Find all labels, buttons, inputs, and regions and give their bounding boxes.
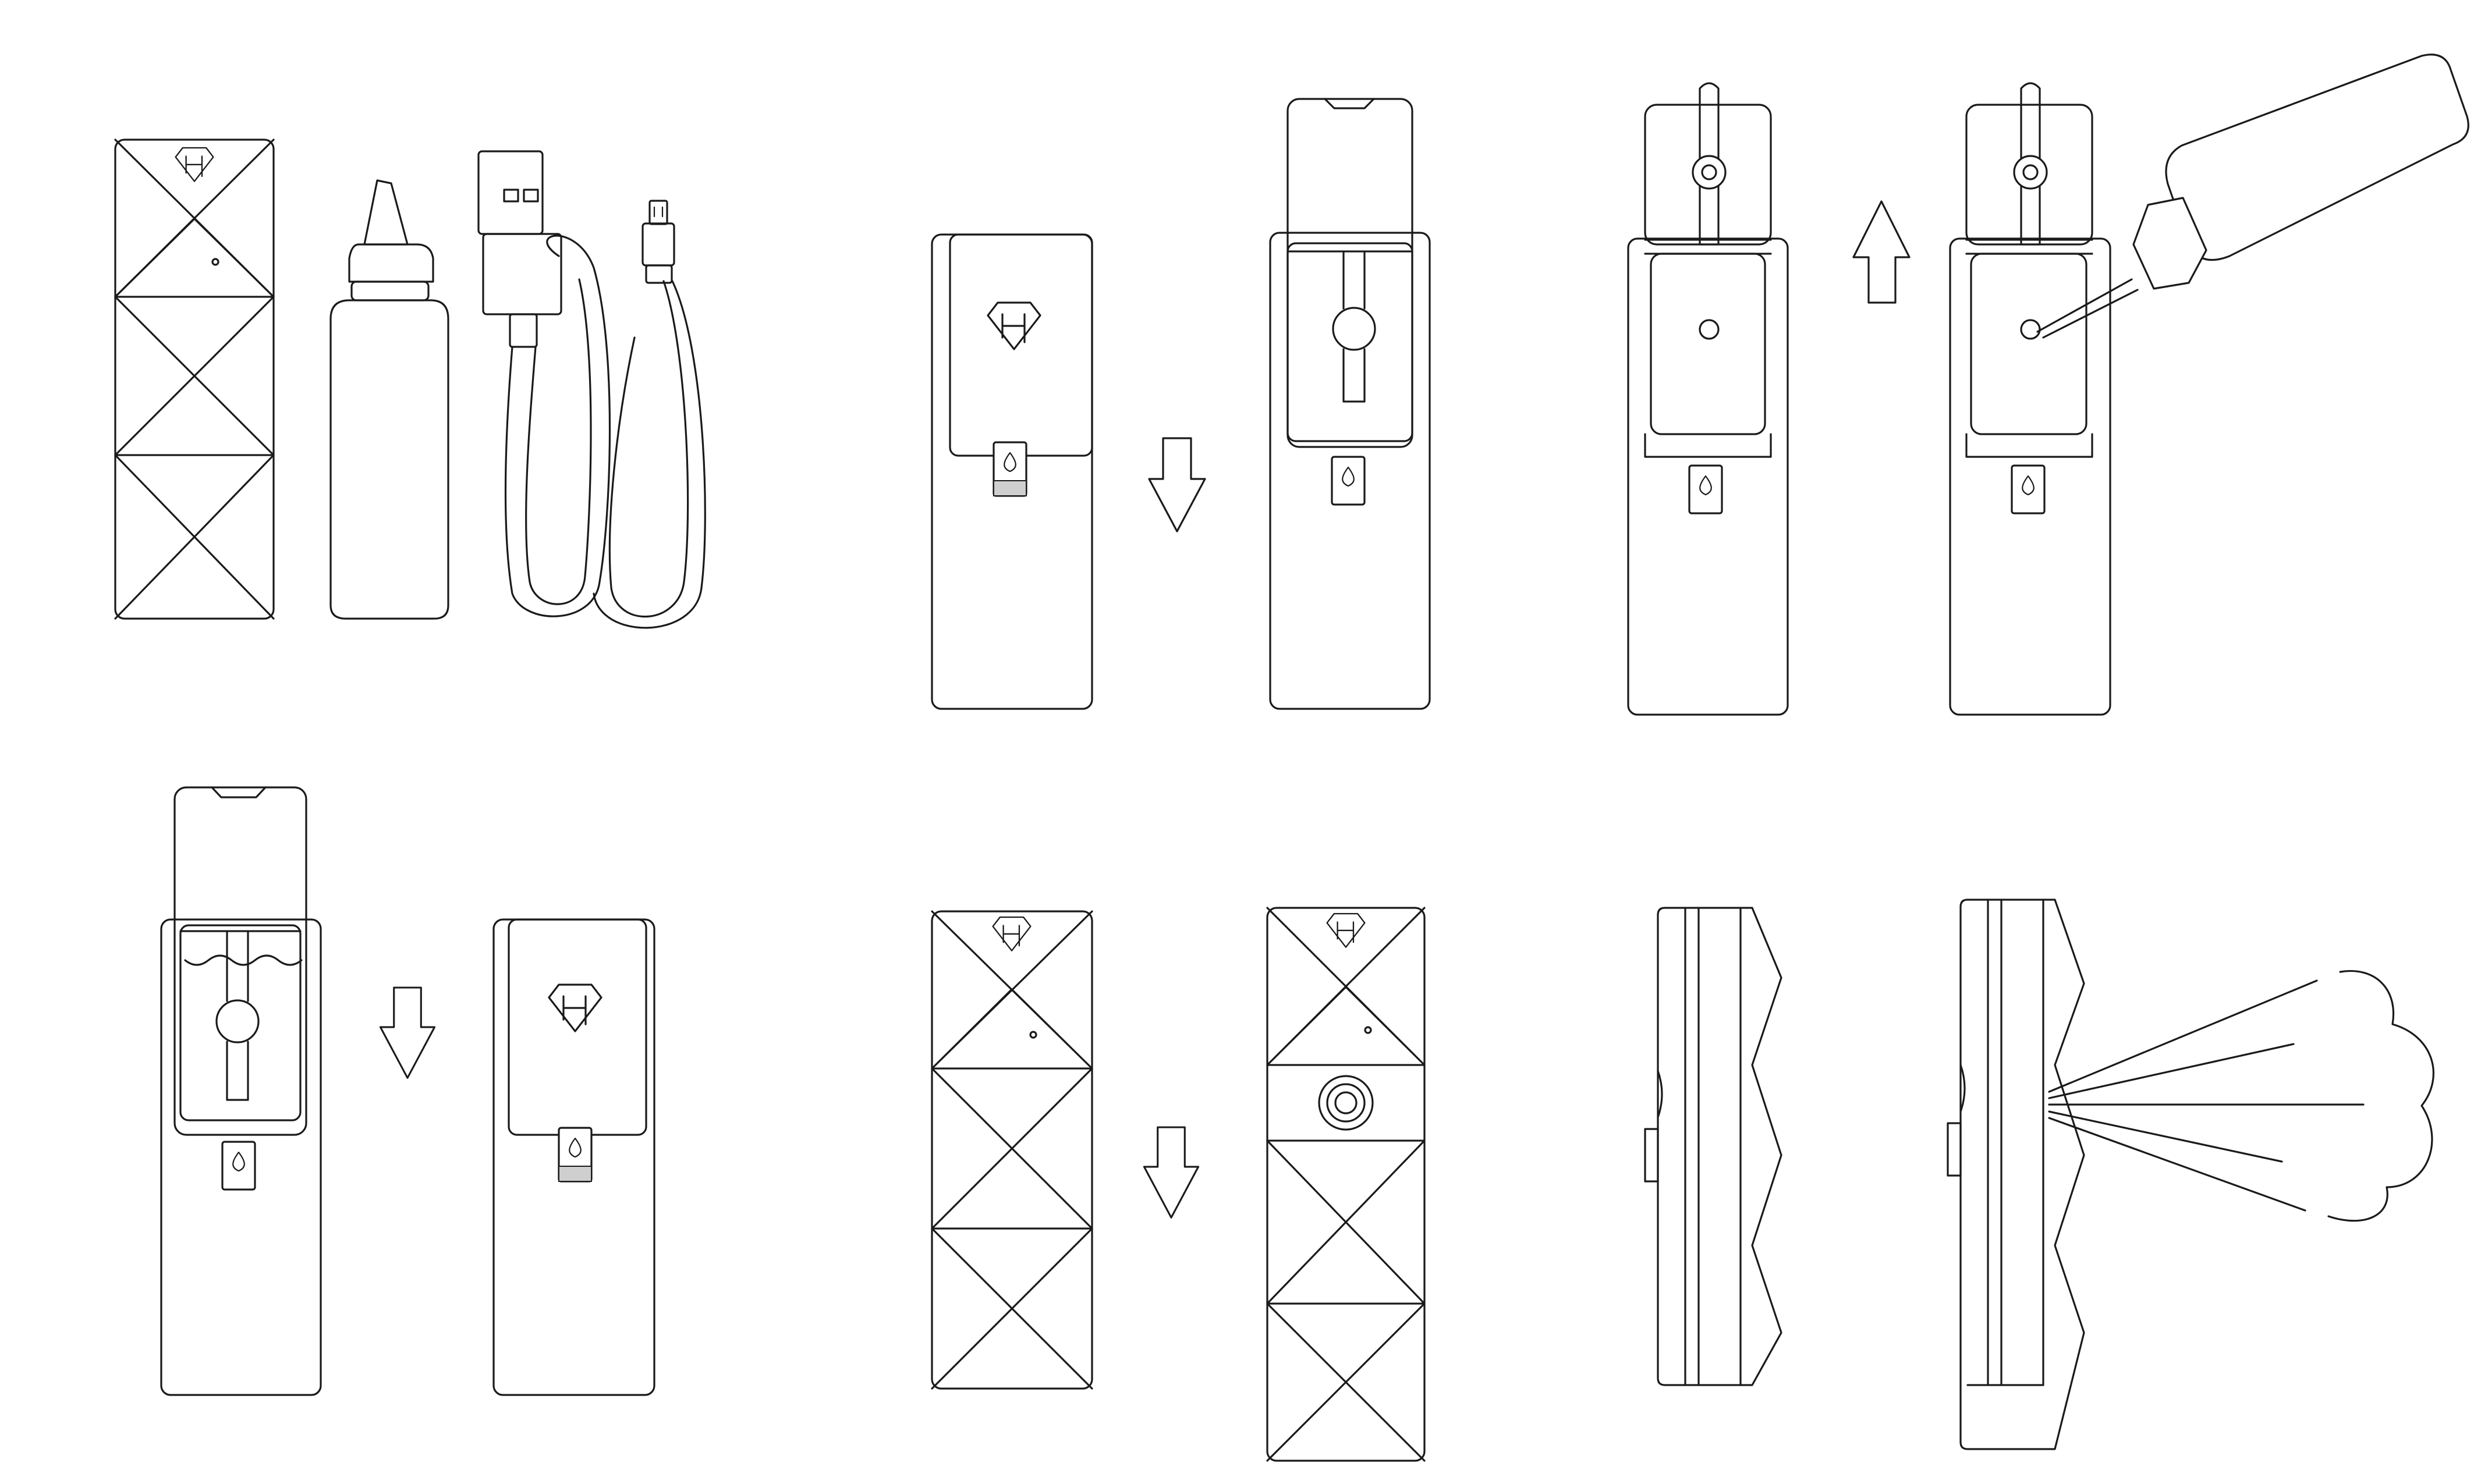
usb-cable: [479, 151, 705, 628]
device-tank-full: [161, 787, 321, 1395]
mist-spray: [2049, 971, 2433, 1220]
refill-bottle: [331, 180, 448, 619]
panel-open-front: [932, 908, 1424, 1461]
panel-open-cap-fill-tank: [1628, 55, 2468, 715]
panel-contents: [115, 140, 705, 628]
down-arrow-icon: [1144, 1127, 1198, 1217]
device-cover-slid: [1270, 99, 1430, 709]
device-filling: [1950, 55, 2468, 715]
refill-bottle-pouring: [2037, 55, 2468, 338]
device-front: [115, 140, 274, 619]
down-arrow-icon: [1149, 438, 1205, 531]
device-facet-open: [1267, 908, 1424, 1461]
device-cover-closed: [494, 919, 654, 1395]
device-covered: [932, 235, 1092, 709]
panel-side-view-spray: [1645, 900, 2433, 1449]
device-cap-open: [1628, 83, 1788, 715]
device-side-spraying: [1948, 900, 2433, 1449]
panel-slide-cover-down: [932, 99, 1430, 709]
up-arrow-icon: [1853, 201, 1909, 303]
device-side-closed: [1645, 908, 1781, 1385]
down-arrow-icon: [380, 988, 434, 1078]
panel-close-cover: [161, 787, 654, 1395]
device-facet-closed: [932, 911, 1092, 1389]
